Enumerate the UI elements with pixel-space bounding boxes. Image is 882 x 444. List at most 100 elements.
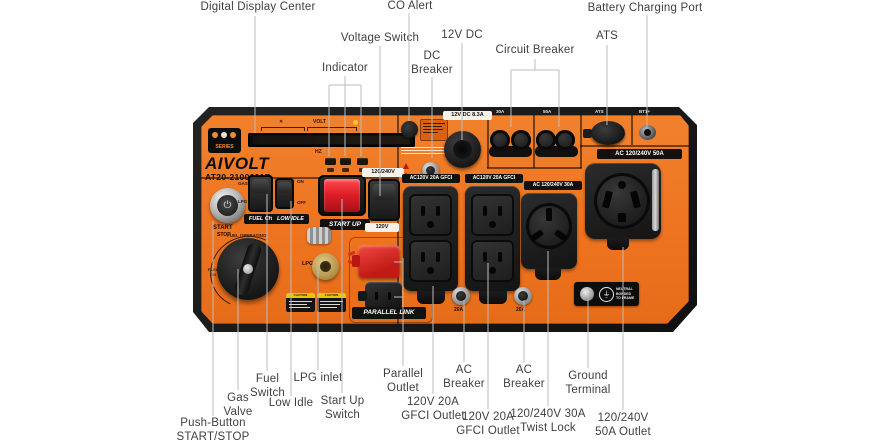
parallel-slot: [388, 292, 391, 300]
callout-gfci-outlet-2: 120V 20A GFCI Outlet: [456, 411, 520, 437]
parallel-slot: [375, 292, 378, 300]
divider: [487, 167, 582, 169]
twist-slot: [546, 208, 552, 221]
gfci-outlet-2: [465, 186, 520, 291]
ac-breaker-dome: [518, 291, 528, 301]
dc-12v-outlet: [444, 131, 481, 168]
outlet-slot: [618, 213, 626, 222]
callout-parallel-outlet: Parallel Outlet: [383, 368, 423, 394]
callout-gfci-outlet-1: 120V 20A GFCI Outlet: [401, 396, 465, 422]
co-warning-sticker: [420, 119, 448, 141]
callout-battery-charging-port: Battery Charging Port: [587, 2, 703, 14]
ground-icon: ⏚: [599, 287, 614, 302]
callout-digital-display-center: Digital Display Center: [200, 1, 316, 13]
ground-text-line1: NEUTRAL BONDED: [616, 287, 633, 296]
outlet-slot: [483, 252, 487, 262]
knob-center: [243, 264, 253, 274]
callout-circuit-breaker: Circuit Breaker: [495, 44, 575, 56]
divider: [533, 115, 535, 168]
lpg-inlet-label: LPG: [302, 261, 314, 267]
dc-12v-label: 12V DC 8.3A: [443, 111, 492, 120]
callout-gas-valve: Gas Valve: [223, 392, 253, 418]
ground-text: NEUTRAL BONDED TO FRAME: [616, 287, 639, 301]
caution-text-lines: [317, 298, 346, 311]
series-badge-text: SERIES: [215, 144, 234, 150]
ac-breaker-2-button: [514, 287, 532, 305]
start-up-switch: [318, 175, 366, 216]
low-idle-switch: [275, 178, 294, 209]
parallel-black-notch: [358, 291, 367, 301]
fuel-indicator-dot: [353, 120, 358, 125]
callout-lpg-inlet: LPG inlet: [293, 372, 343, 384]
display-bracket: [307, 127, 357, 131]
display-volt-label: VOLT: [313, 119, 326, 125]
generator-housing: 30A 50A ATS BT1+ 12V DC 8.3A SERIES ✕ VO…: [193, 107, 697, 332]
bezel-label-30a: 30A: [496, 109, 505, 114]
series-badge: SERIES: [208, 128, 241, 153]
divider: [631, 115, 633, 145]
parallel-connector-red: [352, 245, 400, 278]
caution-sticker: CAUTION: [317, 293, 346, 312]
badge-dot-icon: [230, 132, 236, 138]
ac50-label: AC 120/240V 50A: [597, 149, 682, 159]
badge-dot-icon: [212, 132, 218, 138]
gas-label: GAS: [238, 181, 248, 186]
start-up-plate: START UP: [320, 219, 370, 230]
divider: [580, 115, 582, 168]
breaker-50a-button: [536, 130, 556, 150]
lpg-switch-label: LPG: [238, 199, 248, 204]
fuel-choice-plate: FUEL CHOICE: [244, 214, 291, 224]
callout-indicator: Indicator: [322, 62, 368, 74]
callout-start-up-switch: Start Up Switch: [320, 395, 365, 421]
gfci-receptacle: [471, 194, 514, 236]
callout-12v-dc: 12V DC: [441, 29, 483, 41]
breaker-base: [489, 146, 532, 157]
ac-breaker-1-button: [452, 287, 470, 305]
dc-breaker-dome: [426, 166, 435, 175]
outlet-slot: [602, 190, 613, 209]
gfci-outlet-2-tab: [479, 291, 507, 304]
parallel-link-plate: PARALLEL LINK: [352, 307, 426, 319]
low-idle-plate: LOW IDLE: [272, 214, 309, 224]
breaker-50a-button: [555, 130, 575, 150]
ground-screw: [580, 287, 594, 301]
start-stop-button: ⏻: [210, 188, 245, 223]
gfci-receptacle: [409, 240, 452, 282]
battery-port-hole: [644, 129, 651, 136]
battery-charging-port: [639, 125, 656, 140]
callout-twist-lock: 120/240V 30A Twist Lock: [510, 408, 586, 434]
control-panel: SERIES ✕ VOLT HZ AIVOLT AT20-2100001E ⏻ …: [201, 115, 689, 324]
dc-12v-hole: [453, 140, 472, 159]
outlet-50a-tab: [607, 238, 629, 250]
fuel-choice-switch: [248, 175, 273, 212]
twist-lock-label: AC 120/240V 30A: [524, 181, 582, 190]
outlet-slot: [498, 252, 502, 262]
brand-logo: AIVOLT: [205, 154, 270, 173]
ground-text-line2: TO FRAME: [616, 296, 635, 301]
display-bracket: [261, 127, 305, 131]
outlet-slot: [436, 252, 440, 262]
outlet-slot: [618, 181, 626, 189]
parallel-red-notch: [352, 255, 360, 267]
caution-sticker: CAUTION: [286, 293, 315, 312]
callout-co-alert: CO Alert: [387, 0, 433, 12]
outlet-slot: [427, 221, 434, 228]
twist-lock-tab: [535, 268, 561, 280]
outlet-slot: [630, 190, 641, 209]
bezel-label-battery: BT1+: [639, 109, 651, 114]
indicator-light: [340, 158, 351, 165]
gfci-label-1: AC120V 20A GFCI: [402, 174, 460, 183]
callout-ac-breaker-2: AC Breaker: [503, 364, 545, 390]
voltage-selector-switch: [368, 179, 400, 221]
ac-breaker-1-label: 20A: [454, 307, 464, 313]
display-screen: [253, 136, 410, 144]
callout-ats: ATS: [595, 30, 619, 42]
outlet-slot: [427, 267, 434, 274]
outlet-slot: [489, 267, 496, 274]
caution-header: CAUTION: [317, 293, 346, 298]
outlet-slot: [489, 221, 496, 228]
twist-slot: [529, 229, 545, 242]
callout-ground-terminal: Ground Terminal: [565, 370, 611, 396]
outlet-50a-hinge: [652, 169, 659, 231]
callout-ac-breaker-1: AC Breaker: [443, 364, 485, 390]
